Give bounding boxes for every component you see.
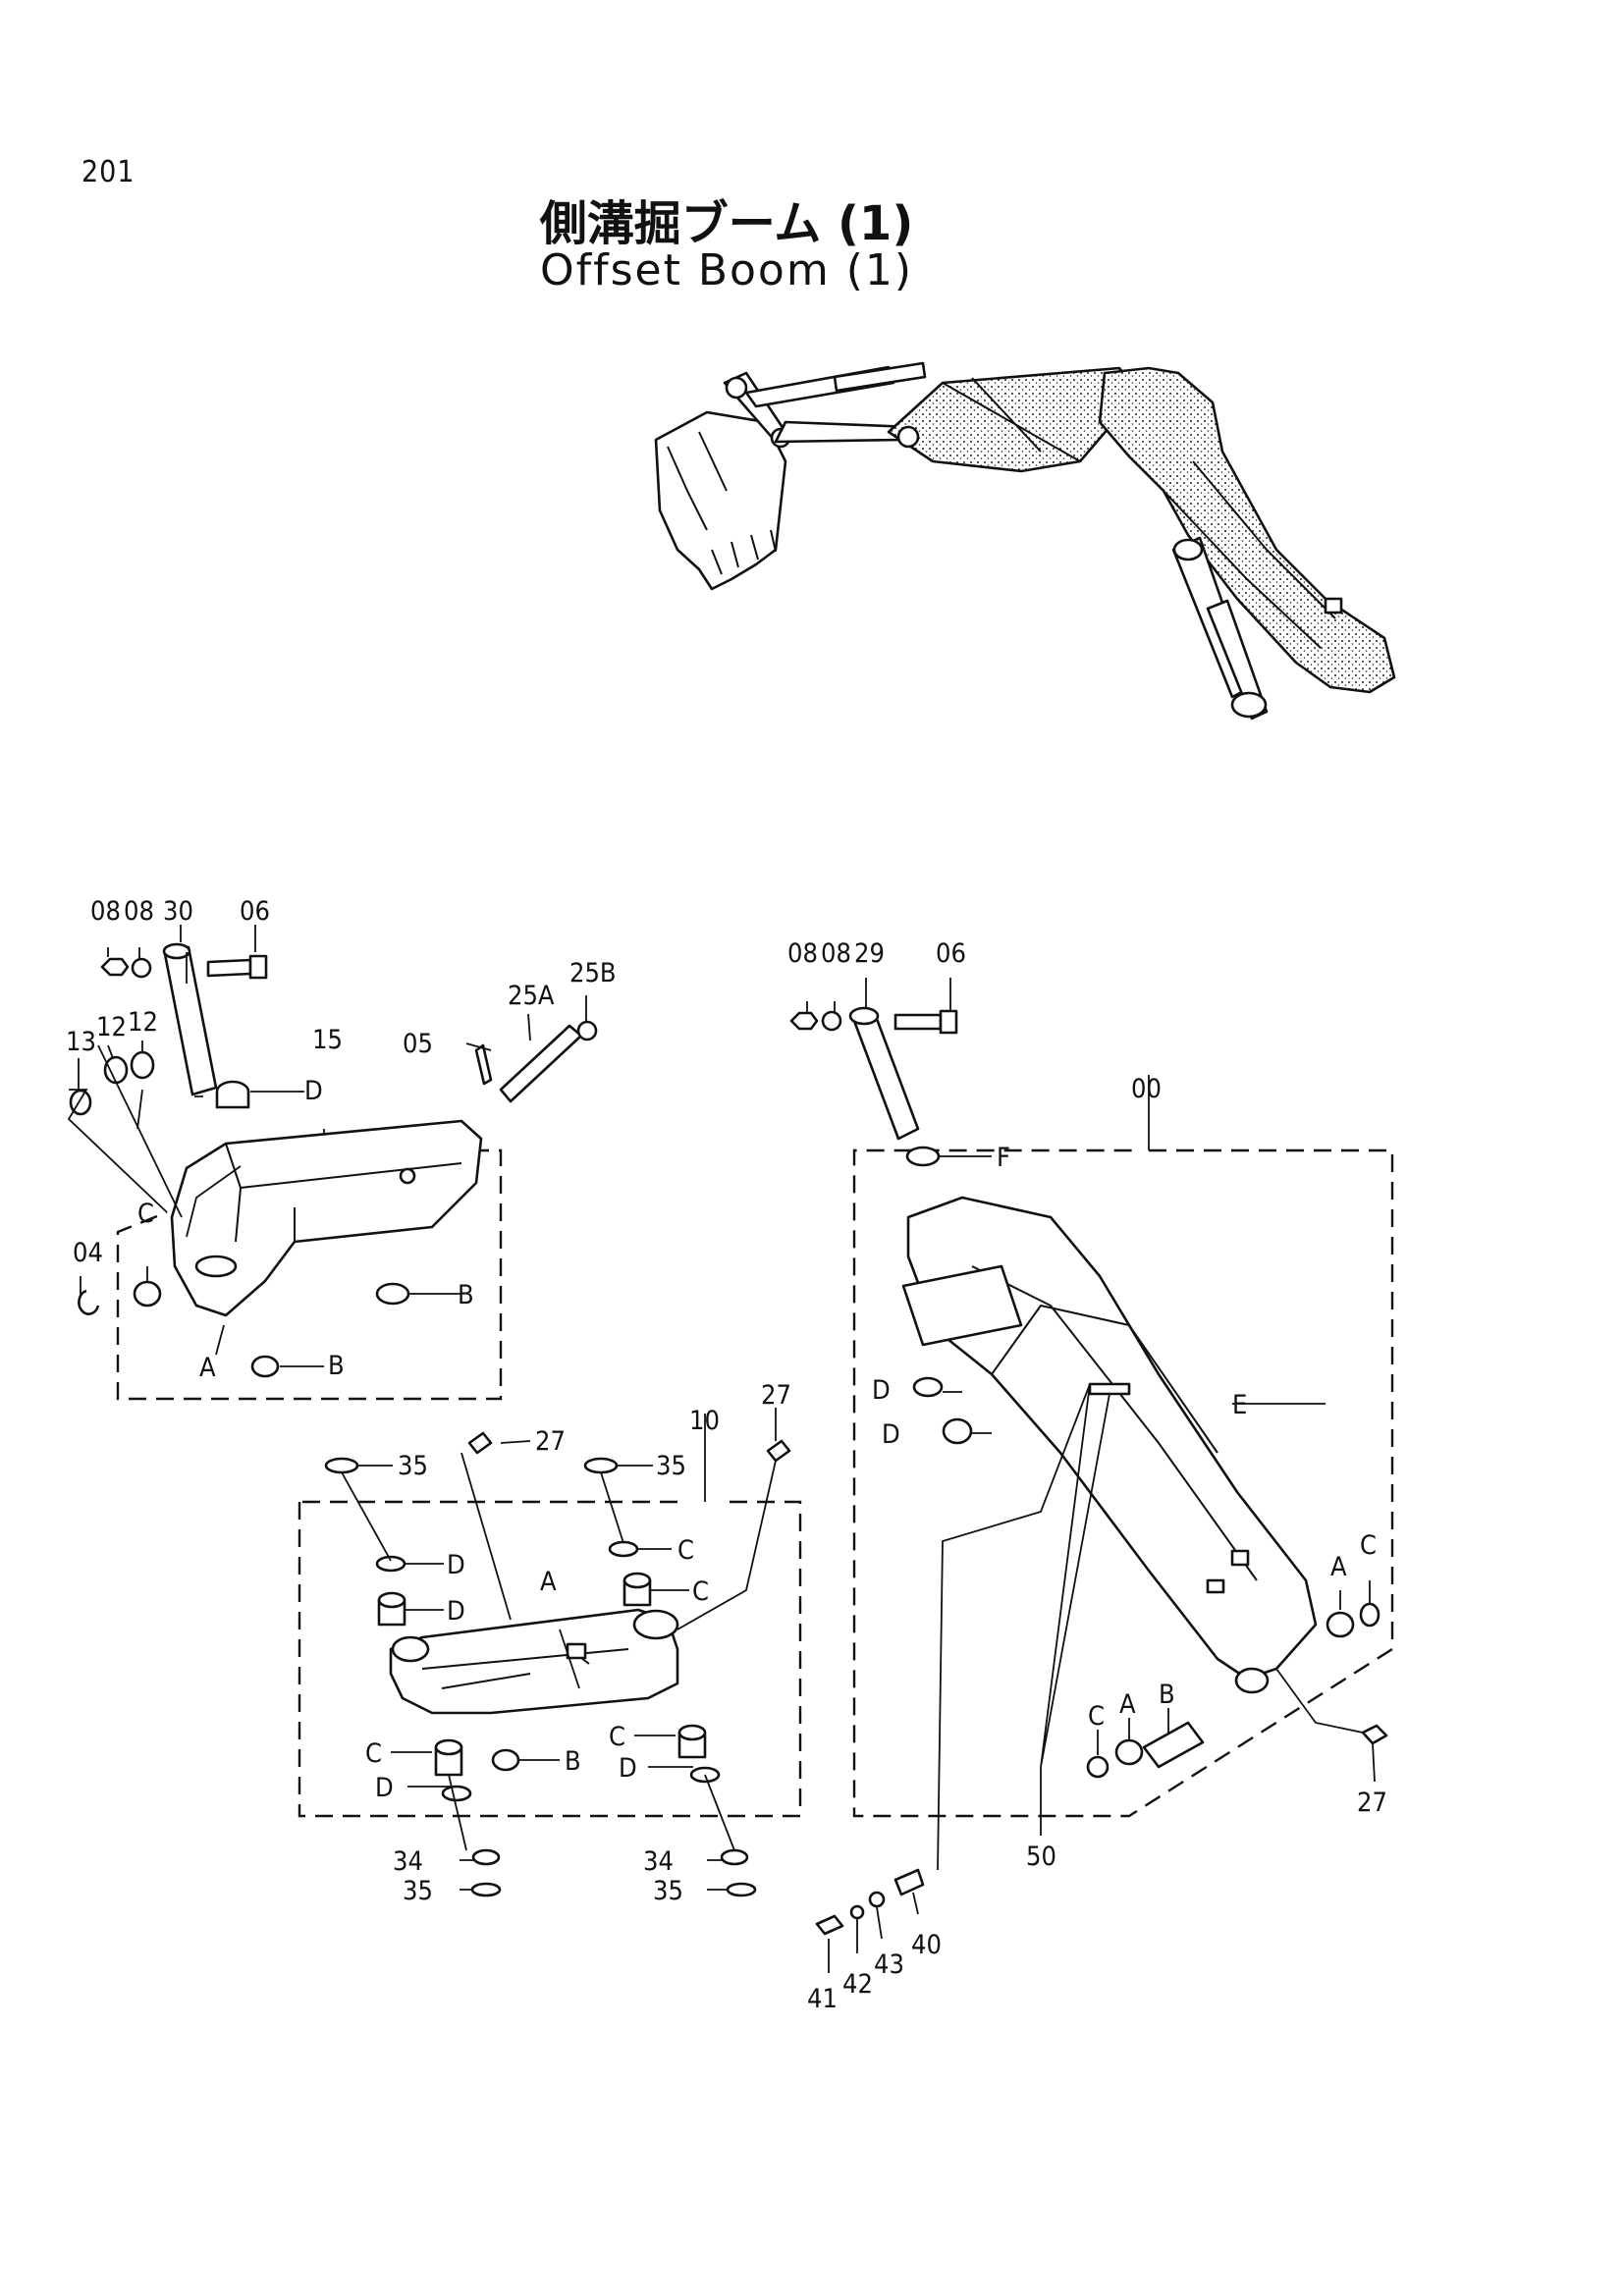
- machine-overview-illustration: [654, 361, 1396, 721]
- callout-B3: B: [565, 1746, 581, 1777]
- callout-34a: 34: [393, 1846, 423, 1877]
- shim-part-12b: [130, 1050, 155, 1080]
- callout-15: 15: [312, 1025, 343, 1055]
- callout-B4: B: [1159, 1680, 1175, 1710]
- callout-50: 50: [1026, 1842, 1056, 1872]
- callout-08c: 08: [787, 938, 818, 969]
- page-number: 201: [81, 155, 135, 189]
- callout-25B: 25B: [569, 958, 617, 988]
- callout-C4: C: [609, 1722, 625, 1752]
- callout-34b: 34: [643, 1846, 674, 1877]
- callout-35b: 35: [656, 1451, 686, 1481]
- callout-35d: 35: [653, 1876, 683, 1906]
- callout-30: 30: [163, 896, 193, 927]
- washer-part-08: [131, 957, 152, 979]
- bushing-part-A: [1326, 1611, 1355, 1638]
- callout-C1: D: [447, 1596, 465, 1627]
- bushing-part-F: [905, 1146, 941, 1167]
- callout-D5: D: [872, 1375, 891, 1406]
- callout-B1: B: [458, 1280, 474, 1310]
- callout-13: 13: [66, 1027, 96, 1057]
- callout-A1: A: [540, 1567, 557, 1597]
- callout-04: 04: [73, 1238, 103, 1268]
- callout-06: 06: [240, 896, 270, 927]
- callout-43: 43: [874, 1949, 904, 1980]
- callout-10: 10: [689, 1406, 720, 1436]
- callout-08a: 08: [90, 896, 121, 927]
- callout-12a: 12: [96, 1012, 127, 1042]
- callout-A: A: [199, 1353, 216, 1383]
- callout-35c: 35: [403, 1876, 433, 1906]
- callout-00: 00: [1131, 1074, 1162, 1104]
- pin-part-05: [474, 1043, 493, 1086]
- callout-27c: 27: [1357, 1788, 1387, 1818]
- callout-C2: C: [692, 1576, 709, 1607]
- shim-part-12: [103, 1055, 129, 1085]
- callout-E: E: [1232, 1390, 1247, 1420]
- boom-assembly-group: 08 08 29 06 00 F D D E A C C A B 27 50 4…: [787, 938, 1394, 2014]
- pin-part-29: [852, 1009, 920, 1141]
- callout-C5: C: [1360, 1530, 1377, 1561]
- callout-C6: C: [1088, 1701, 1105, 1732]
- callout-25A: 25A: [508, 981, 555, 1011]
- bolt-part-06: [206, 958, 252, 978]
- callout-D4: D: [619, 1753, 637, 1784]
- fitting-part-25B: [576, 1020, 598, 1041]
- callout-05: 05: [403, 1029, 433, 1059]
- callout-D: D: [304, 1076, 323, 1106]
- callout-C: C: [137, 1199, 154, 1229]
- page-title-japanese: 側溝掘ブーム (1): [539, 196, 914, 251]
- callout-F: F: [997, 1143, 1010, 1173]
- callout-27b: 27: [761, 1380, 791, 1411]
- callout-41: 41: [807, 1984, 838, 2014]
- callout-35a: 35: [398, 1451, 428, 1481]
- callout-40: 40: [911, 1930, 942, 1960]
- bracket-assembly-group: 08 08 30 06 13 12 12 15 05 25A 25B D C 0…: [66, 896, 617, 1401]
- callout-B2: B: [328, 1351, 345, 1381]
- bracket-part-15: [170, 1119, 483, 1317]
- callout-C3: C: [365, 1738, 382, 1769]
- callout-D2: C: [677, 1535, 694, 1566]
- callout-A3: A: [1119, 1689, 1136, 1720]
- callout-12b: 12: [128, 1007, 158, 1038]
- callout-08d: 08: [821, 938, 851, 969]
- callout-42: 42: [842, 1969, 873, 2000]
- link-assembly-group: 35 27 35 27 10 D D C C A C B C D D 34 35…: [298, 1380, 802, 1906]
- pin-part-25A: [499, 1024, 583, 1103]
- callout-D6: D: [882, 1419, 900, 1450]
- page-title-english: Offset Boom (1): [539, 245, 914, 295]
- callout-A2: A: [1330, 1552, 1347, 1582]
- nut-part-08: [100, 957, 130, 977]
- link-part-10: [389, 1608, 679, 1715]
- callout-29: 29: [854, 938, 885, 969]
- callout-06b: 06: [936, 938, 966, 969]
- callout-D3: D: [375, 1773, 394, 1803]
- callout-27a: 27: [535, 1426, 566, 1457]
- callout-08b: 08: [124, 896, 154, 927]
- callout-D1: D: [447, 1550, 465, 1580]
